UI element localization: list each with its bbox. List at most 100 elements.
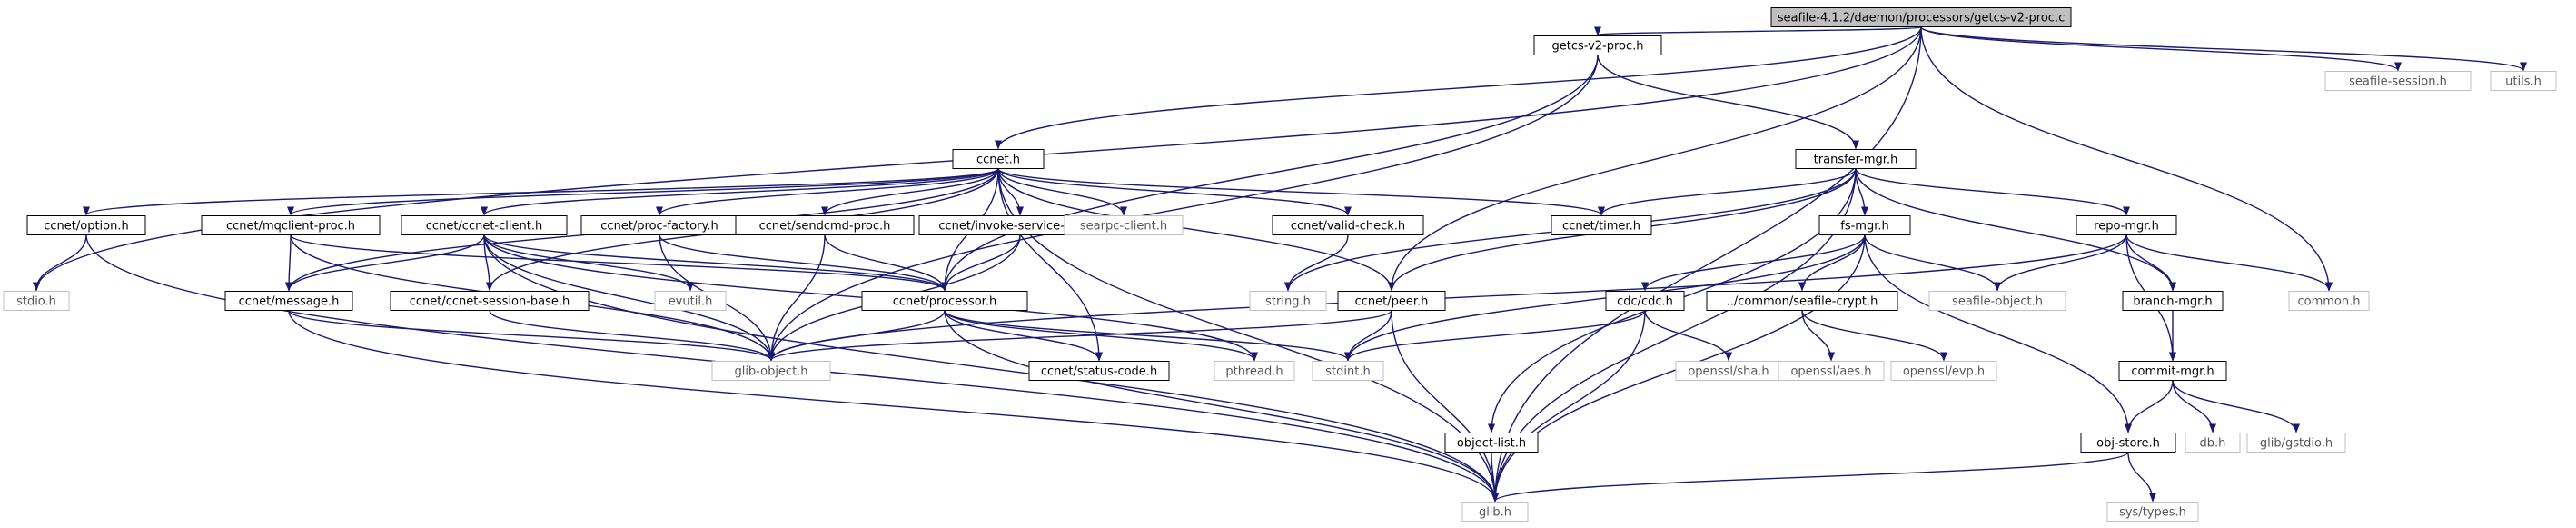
node-sendcmd[interactable]: ccnet/sendcmd-proc.h	[735, 215, 915, 235]
node-label-stringh: string.h	[1265, 295, 1311, 309]
node-box-transfer	[1795, 149, 1917, 169]
node-seafsess: seafile-session.h	[2324, 71, 2472, 91]
node-box-stdint	[1312, 361, 1384, 381]
node-processor[interactable]: ccnet/processor.h	[861, 291, 1028, 311]
node-sha: openssl/sha.h	[1675, 361, 1782, 381]
node-stdio: stdio.h	[3, 291, 70, 311]
node-objlist[interactable]: object-list.h	[1444, 433, 1539, 453]
node-box-evutil	[654, 291, 727, 311]
node-root[interactable]: seafile-4.1.2/daemon/processors/getcs-v2…	[1770, 7, 2072, 27]
edge-processor-to-stdint	[944, 310, 1352, 362]
node-label-procfactory: ccnet/proc-factory.h	[600, 220, 718, 234]
node-timer[interactable]: ccnet/timer.h	[1551, 215, 1652, 235]
node-box-ccnet	[952, 149, 1045, 169]
edge-objstore-to-glib	[1491, 451, 2129, 503]
node-peer[interactable]: ccnet/peer.h	[1337, 291, 1446, 311]
node-gstdio: glib/gstdio.h	[2246, 433, 2346, 453]
node-option[interactable]: ccnet/option.h	[26, 215, 146, 235]
node-label-evutil: evutil.h	[669, 295, 713, 309]
edge-repomgr-to-branch	[2125, 234, 2176, 292]
node-crypt[interactable]: ../common/seafile-crypt.h	[1706, 291, 1898, 311]
edge-procfactory-to-processor	[659, 234, 948, 292]
node-session[interactable]: ccnet/ccnet-session-base.h	[390, 291, 590, 311]
node-label-seafsess: seafile-session.h	[2349, 75, 2447, 89]
node-stdint: stdint.h	[1312, 361, 1384, 381]
edge-crypt-to-evp	[1801, 310, 1947, 362]
edge-invoke-to-processor	[941, 234, 1021, 292]
node-box-seafsess	[2324, 71, 2472, 91]
node-ccnetclient[interactable]: ccnet/ccnet-client.h	[401, 215, 568, 235]
node-validcheck[interactable]: ccnet/valid-check.h	[1272, 215, 1424, 235]
node-box-commit	[2118, 361, 2227, 381]
node-label-gstdio: glib/gstdio.h	[2260, 437, 2333, 451]
edge-objstore-to-systypes	[2127, 452, 2156, 503]
edge-processor-to-pthread	[944, 310, 1258, 362]
edge-ccnetclient-to-message	[285, 234, 485, 292]
node-commit[interactable]: commit-mgr.h	[2118, 361, 2227, 381]
edge-ccnet-to-sendcmd	[821, 168, 999, 216]
node-label-transfer: transfer-mgr.h	[1814, 154, 1898, 167]
node-status[interactable]: ccnet/status-code.h	[1028, 361, 1170, 381]
node-label-utils: utils.h	[2505, 75, 2541, 89]
edge-ccnet-to-ccnetclient	[481, 167, 999, 216]
edge-fsmgr-to-crypt	[1798, 234, 1866, 292]
node-box-timer	[1551, 215, 1652, 235]
node-label-ccnet: ccnet.h	[976, 154, 1020, 167]
node-label-objstore: obj-store.h	[2096, 437, 2160, 451]
edge-processor-to-glibobj	[768, 310, 946, 362]
node-label-repomgr: repo-mgr.h	[2094, 220, 2159, 234]
edge-repomgr-to-common	[2125, 234, 2333, 292]
node-transfer[interactable]: transfer-mgr.h	[1795, 149, 1917, 169]
node-fsmgr[interactable]: fs-mgr.h	[1818, 215, 1911, 235]
node-db: db.h	[2185, 433, 2241, 453]
edge-transfer-to-repomgr	[1855, 168, 2130, 216]
edge-fsmgr-to-cdc	[1641, 234, 1866, 292]
node-box-seafobj	[1928, 291, 2066, 311]
edge-ccnet-to-mqclient	[287, 167, 999, 216]
node-label-db: db.h	[2200, 437, 2226, 451]
node-aes: openssl/aes.h	[1778, 361, 1885, 381]
node-box-status	[1028, 361, 1170, 381]
node-label-branch: branch-mgr.h	[2133, 295, 2212, 309]
node-label-searpc: searpc-client.h	[1080, 220, 1167, 234]
node-box-systypes	[2106, 502, 2199, 522]
node-seafobj: seafile-object.h	[1928, 291, 2066, 311]
node-message[interactable]: ccnet/message.h	[224, 291, 353, 311]
node-label-sendcmd: ccnet/sendcmd-proc.h	[759, 220, 891, 234]
node-cdc[interactable]: cdc/cdc.h	[1605, 291, 1685, 311]
node-repomgr[interactable]: repo-mgr.h	[2076, 215, 2177, 235]
node-box-common	[2288, 291, 2370, 311]
node-box-searpc	[1064, 215, 1184, 235]
node-box-mqclient	[201, 215, 381, 235]
node-getcs[interactable]: getcs-v2-proc.h	[1533, 35, 1662, 55]
node-box-pthread	[1214, 361, 1295, 381]
edge-cdc-to-glib	[1491, 310, 1646, 503]
node-stringh: string.h	[1249, 291, 1327, 311]
node-box-aes	[1778, 361, 1885, 381]
node-objstore[interactable]: obj-store.h	[2080, 433, 2176, 453]
node-mqclient[interactable]: ccnet/mqclient-proc.h	[201, 215, 381, 235]
node-procfactory[interactable]: ccnet/proc-factory.h	[580, 215, 738, 235]
edge-root-to-getcs	[1594, 25, 1922, 36]
node-label-commit: commit-mgr.h	[2131, 365, 2214, 379]
edge-ccnetclient-to-glib	[483, 234, 1499, 503]
edge-message-to-glib	[288, 310, 1499, 503]
edge-ccnet-to-peer	[997, 168, 1395, 292]
node-box-getcs	[1533, 35, 1662, 55]
node-box-evp	[1890, 361, 1997, 381]
node-box-repomgr	[2076, 215, 2177, 235]
node-branch[interactable]: branch-mgr.h	[2122, 291, 2224, 311]
node-box-validcheck	[1272, 215, 1424, 235]
node-box-objlist	[1444, 433, 1539, 453]
edge-sendcmd-to-glibobj	[768, 234, 826, 362]
node-glibobj: glib-object.h	[711, 361, 831, 381]
edge-mqclient-to-message	[285, 234, 293, 292]
node-ccnet[interactable]: ccnet.h	[952, 149, 1045, 169]
node-label-stdio: stdio.h	[16, 295, 56, 309]
node-label-mqclient: ccnet/mqclient-proc.h	[226, 220, 355, 234]
edge-processor-to-status	[944, 310, 1103, 362]
node-label-invoke: ccnet/invoke-service-proc.h	[938, 220, 1101, 234]
edge-option-to-stdio	[33, 234, 87, 292]
node-label-seafobj: seafile-object.h	[1952, 295, 2043, 309]
edge-ccnet-to-status	[997, 168, 1103, 362]
